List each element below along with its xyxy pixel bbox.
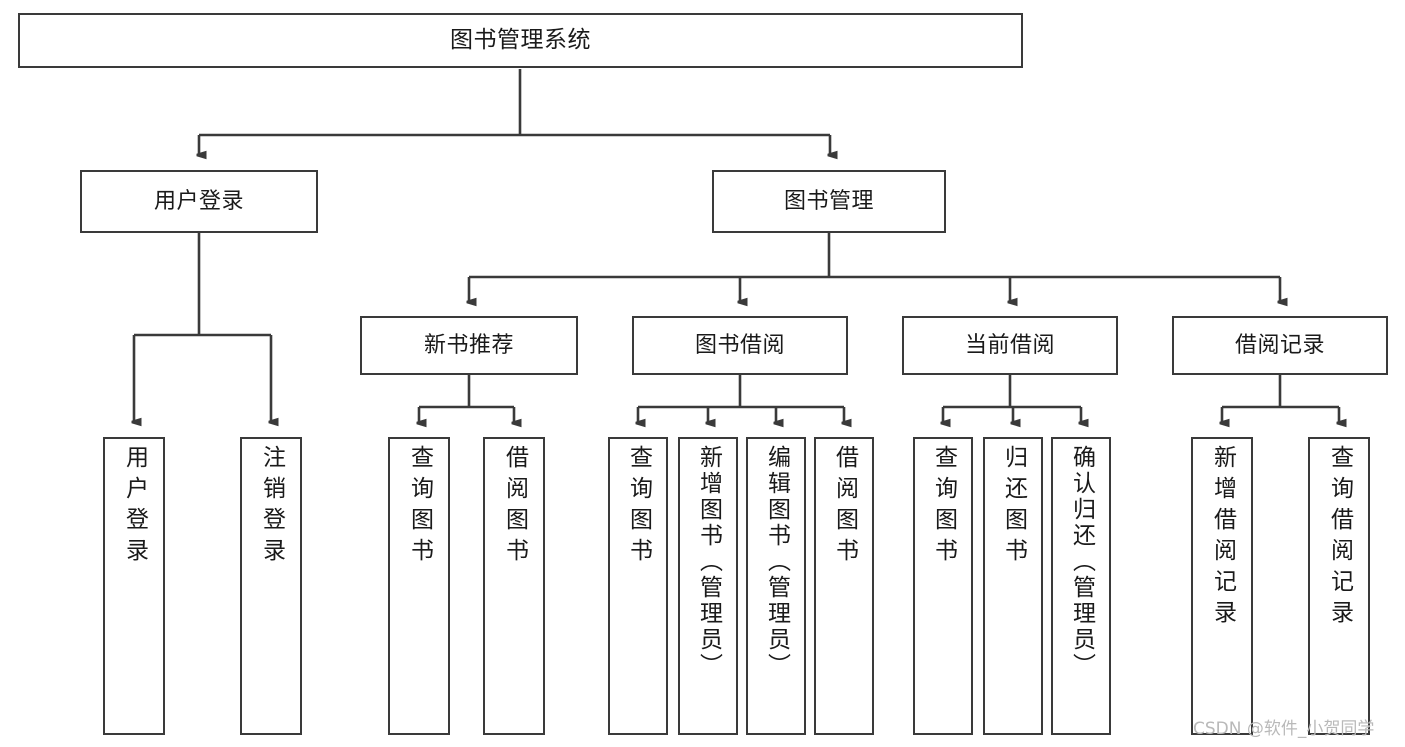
node-leaf-query-book-3[interactable]: 查询图书 — [913, 437, 973, 735]
node-leaf-query-record[interactable]: 查询借阅记录 — [1308, 437, 1370, 735]
node-leaf-query-book-2-label: 查询图书 — [625, 445, 652, 569]
node-leaf-borrow-book-1[interactable]: 借阅图书 — [483, 437, 545, 735]
node-leaf-borrow-book-1-label: 借阅图书 — [501, 445, 528, 569]
node-book-borrow-label: 图书借阅 — [694, 332, 785, 358]
node-root-label: 图书管理系统 — [450, 27, 591, 54]
node-leaf-return-book-label: 归还图书 — [1000, 445, 1027, 569]
node-user-login[interactable]: 用户登录 — [80, 170, 318, 233]
node-leaf-query-book-2[interactable]: 查询图书 — [608, 437, 668, 735]
node-book-borrow[interactable]: 图书借阅 — [632, 316, 848, 375]
node-leaf-logout[interactable]: 注销登录 — [240, 437, 302, 735]
node-book-manage-label: 图书管理 — [783, 188, 874, 214]
node-current-borrow-label: 当前借阅 — [964, 332, 1055, 358]
node-leaf-confirm-return-label: 确认归还（管理员） — [1068, 445, 1095, 679]
node-leaf-add-record-label: 新增借阅记录 — [1209, 445, 1236, 631]
node-leaf-user-login[interactable]: 用户登录 — [103, 437, 165, 735]
csdn-watermark: CSDN @软件_小贺同学 — [1193, 719, 1375, 739]
node-current-borrow[interactable]: 当前借阅 — [902, 316, 1118, 375]
node-leaf-user-login-label: 用户登录 — [121, 445, 148, 569]
node-leaf-query-book-1-label: 查询图书 — [406, 445, 433, 569]
node-leaf-edit-book-label: 编辑图书（管理员） — [763, 445, 790, 679]
node-leaf-query-book-3-label: 查询图书 — [930, 445, 957, 569]
node-borrow-record[interactable]: 借阅记录 — [1172, 316, 1388, 375]
node-leaf-edit-book[interactable]: 编辑图书（管理员） — [746, 437, 806, 735]
node-book-manage[interactable]: 图书管理 — [712, 170, 946, 233]
node-leaf-add-book[interactable]: 新增图书（管理员） — [678, 437, 738, 735]
node-borrow-record-label: 借阅记录 — [1234, 332, 1325, 358]
node-leaf-add-book-label: 新增图书（管理员） — [695, 445, 722, 679]
node-leaf-return-book[interactable]: 归还图书 — [983, 437, 1043, 735]
node-leaf-borrow-book-2-label: 借阅图书 — [831, 445, 858, 569]
node-leaf-add-record[interactable]: 新增借阅记录 — [1191, 437, 1253, 735]
node-leaf-query-book-1[interactable]: 查询图书 — [388, 437, 450, 735]
node-leaf-logout-label: 注销登录 — [258, 445, 285, 569]
node-leaf-confirm-return[interactable]: 确认归还（管理员） — [1051, 437, 1111, 735]
node-new-book-rec[interactable]: 新书推荐 — [360, 316, 578, 375]
node-leaf-borrow-book-2[interactable]: 借阅图书 — [814, 437, 874, 735]
node-new-book-rec-label: 新书推荐 — [423, 332, 514, 358]
node-root[interactable]: 图书管理系统 — [18, 13, 1023, 68]
node-leaf-query-record-label: 查询借阅记录 — [1326, 445, 1353, 631]
node-user-login-label: 用户登录 — [153, 188, 244, 214]
